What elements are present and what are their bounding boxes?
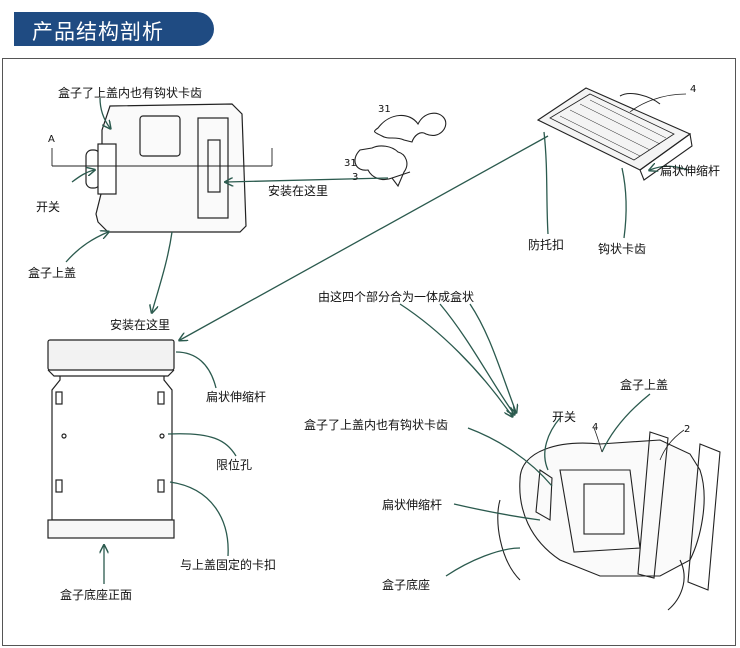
label-switch-left: 开关: [36, 200, 61, 214]
number-31b: 31: [344, 158, 357, 169]
label-lid-left: 盒子上盖: [28, 266, 77, 280]
label-install-here-1: 安装在这里: [268, 184, 329, 198]
page-title: 产品结构剖析: [32, 20, 164, 44]
label-fix-clip: 与上盖固定的卡扣: [180, 558, 277, 572]
label-hook-teeth: 钩状卡齿: [598, 242, 647, 256]
number-4-right: 4: [592, 422, 599, 433]
number-3: 3: [352, 172, 359, 183]
assembled-drawing: [497, 431, 721, 611]
label-lid-right: 盒子上盖: [620, 378, 669, 392]
label-install-here-2: 安装在这里: [110, 318, 171, 332]
clip-detail: [354, 112, 447, 188]
label-flat-rod-mid: 扁状伸缩杆: [206, 390, 267, 404]
label-combine: 由这四个部分合为一体成盒状: [318, 290, 475, 304]
base-drawing: [47, 339, 175, 539]
number-4-top: 4: [690, 84, 697, 95]
header-band: [14, 12, 214, 46]
label-anti-drop: 防托扣: [528, 238, 565, 252]
label-flat-rod-right: 扁状伸缩杆: [382, 498, 443, 512]
label-flat-rod-top: 扁状伸缩杆: [660, 164, 721, 178]
label-switch-right: 开关: [552, 410, 577, 424]
label-base-right: 盒子底座: [382, 578, 431, 592]
label-inner-teeth-top: 盒子了上盖内也有钩状卡齿: [58, 86, 203, 100]
header-banner: 产品结构剖析: [14, 12, 214, 46]
number-31: 31: [378, 104, 391, 115]
rod-drawing: [536, 87, 693, 181]
lid-drawing: [51, 103, 273, 233]
section-mark: A: [48, 134, 55, 145]
label-base-front: 盒子底座正面: [60, 588, 133, 602]
number-2: 2: [684, 424, 691, 435]
label-inner-teeth-right: 盒子了上盖内也有钩状卡齿: [304, 418, 449, 432]
label-limit-hole: 限位孔: [216, 458, 253, 472]
